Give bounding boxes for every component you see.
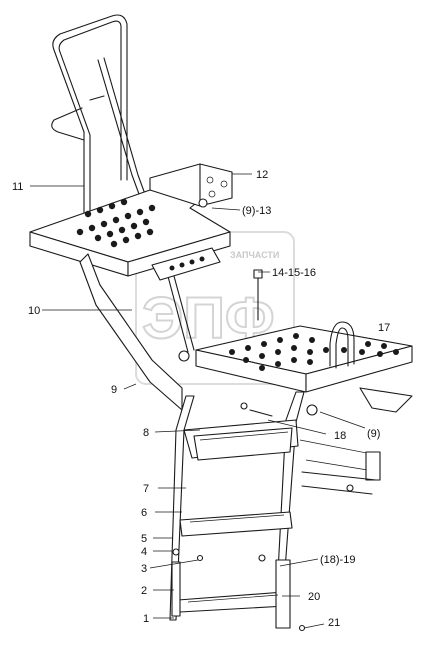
callout-9-ref: (9) (367, 428, 380, 440)
callout-13: (9)-13 (242, 205, 271, 217)
upper-bracket (149, 163, 233, 208)
callout-18-19: (18)-19 (320, 554, 355, 566)
callout-8: 8 (143, 427, 149, 439)
callout-1: 1 (143, 613, 149, 625)
callout-20: 20 (308, 591, 320, 603)
callout-3: 3 (141, 563, 147, 575)
lower-ladder (169, 391, 381, 632)
lower-platform (178, 321, 413, 416)
leader-lines (30, 173, 366, 629)
callout-10: 10 (28, 305, 40, 317)
callout-7: 7 (143, 483, 149, 495)
callout-12: 12 (256, 169, 268, 181)
callout-4: 4 (141, 546, 147, 558)
callout-9: 9 (111, 384, 117, 396)
watermark-text: ЗАПЧАСТИ (230, 250, 279, 260)
callout-6: 6 (141, 507, 147, 519)
callout-18: 18 (334, 430, 346, 442)
callout-2: 2 (141, 585, 147, 597)
callout-21: 21 (328, 617, 340, 629)
lower-platform-holes (229, 333, 399, 371)
upper-platform (29, 189, 231, 277)
callout-5: 5 (141, 533, 147, 545)
callout-labels: 11 12 (9)-13 14-15-16 10 17 9 (9) 8 18 7… (12, 169, 390, 629)
callout-14-15-16: 14-15-16 (272, 267, 316, 279)
side-stringer (79, 247, 263, 411)
upper-platform-holes (76, 198, 156, 248)
callout-11: 11 (12, 181, 23, 193)
callout-17: 17 (378, 322, 390, 334)
